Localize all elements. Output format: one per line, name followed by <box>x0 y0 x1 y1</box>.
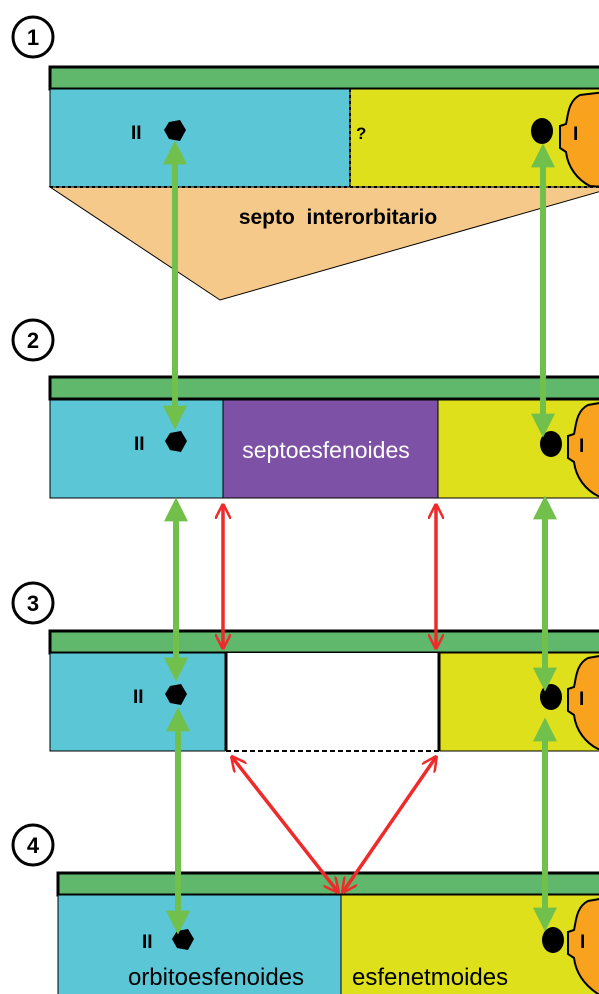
step-badge-1 <box>11 15 55 59</box>
septo-interorbitario-label: septo interorbitario <box>239 206 437 229</box>
step-badge-3 <box>11 581 55 625</box>
step-number-1: 1 <box>27 25 39 50</box>
cyan-block-2 <box>49 399 224 499</box>
top-bar-4 <box>56 871 599 897</box>
empty-gap-block <box>226 653 439 751</box>
top-bar-1 <box>48 65 599 91</box>
nerve-I-label-3: I <box>579 689 584 710</box>
nerve-I-dot-4 <box>542 927 564 953</box>
nerve-II-label-1: II <box>131 123 142 144</box>
green-arrows-left <box>163 140 190 935</box>
step-number-2: 2 <box>27 328 39 353</box>
orbitoesfenoides-label: orbitoesfenoides <box>128 964 304 991</box>
septoesfenoides-block <box>222 399 439 499</box>
cyan-block-1 <box>49 88 351 188</box>
green-arrows-right <box>531 143 557 932</box>
nerve-II-dot-2 <box>165 431 187 452</box>
red-arrows <box>223 505 436 892</box>
nerve-II-dot-3 <box>165 684 187 705</box>
nerve-I-label-2: I <box>579 436 584 457</box>
yellow-block-1 <box>349 88 599 188</box>
red-arrow-right-3-4 <box>343 757 436 892</box>
unknown-marker: ? <box>356 124 366 143</box>
nerve-I-label-1: I <box>573 124 578 145</box>
nerve-II-label-3: II <box>133 687 144 708</box>
step-number-4: 4 <box>27 833 40 858</box>
nerve-I-dot-2 <box>540 431 562 457</box>
step-badge-2 <box>11 318 55 362</box>
nerve-I-dot-3 <box>540 684 562 710</box>
red-arrow-left-3-4 <box>232 757 338 892</box>
septo-interorbitario-region <box>48 186 599 301</box>
nerve-II-dot-1 <box>164 120 186 141</box>
step-2: 2 septoesfenoides II I <box>11 318 599 499</box>
olfactory-bulb-4 <box>567 898 599 994</box>
nerve-II-label-4: II <box>142 932 153 953</box>
orbitoesfenoides-block <box>57 894 342 994</box>
nerve-I-label-4: I <box>580 932 585 953</box>
step-number-3: 3 <box>27 591 39 616</box>
step-3: 3 II I <box>11 581 599 752</box>
esfenetmoides-label: esfenetmoides <box>352 964 508 991</box>
top-bar-2 <box>48 375 599 401</box>
nerve-II-label-2: II <box>134 434 145 455</box>
olfactory-bulb-1 <box>559 91 599 188</box>
septoesfenoides-label: septoesfenoides <box>242 437 410 463</box>
step-badge-4 <box>11 823 55 867</box>
nerve-I-dot-1 <box>531 118 553 144</box>
olfactory-bulb-2 <box>567 402 599 498</box>
step-1: 1 septo interorbitario II ? I <box>11 15 599 301</box>
top-bar-3 <box>48 629 599 655</box>
olfactory-bulb-3 <box>567 655 599 751</box>
